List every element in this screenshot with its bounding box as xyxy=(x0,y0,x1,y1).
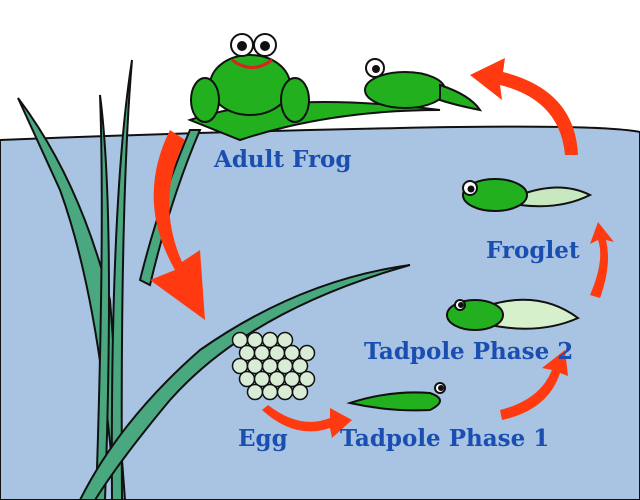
egg xyxy=(298,370,316,388)
egg xyxy=(276,383,294,401)
arrow-tadpole1-to-tadpole2 xyxy=(500,350,568,420)
label-froglet: Froglet xyxy=(486,237,580,264)
tadpole-phase-2-illustration xyxy=(446,298,580,331)
young-frog-illustration xyxy=(364,58,483,112)
label-egg: Egg xyxy=(238,425,288,452)
cycle-arrows xyxy=(150,58,614,438)
label-tadpole-phase-2: Tadpole Phase 2 xyxy=(364,338,574,365)
tadpole-phase-1-illustration xyxy=(346,382,446,412)
arrow-adult-to-egg xyxy=(150,130,205,320)
egg xyxy=(291,357,309,375)
reeds xyxy=(17,59,411,500)
froglet-illustration xyxy=(462,178,593,212)
egg xyxy=(276,331,294,349)
label-tadpole-phase-1: Tadpole Phase 1 xyxy=(340,425,550,452)
egg xyxy=(298,344,316,362)
egg-cluster-illustration xyxy=(231,331,316,401)
label-adult-frog: Adult Frog xyxy=(214,146,352,173)
egg xyxy=(261,383,279,401)
egg xyxy=(246,383,264,401)
arrow-froglet-to-adult xyxy=(470,58,578,155)
adult-frog-illustration xyxy=(190,33,310,123)
arrow-tadpole2-to-froglet xyxy=(590,222,614,298)
arrow-egg-to-tadpole1 xyxy=(262,405,352,438)
egg xyxy=(291,383,309,401)
